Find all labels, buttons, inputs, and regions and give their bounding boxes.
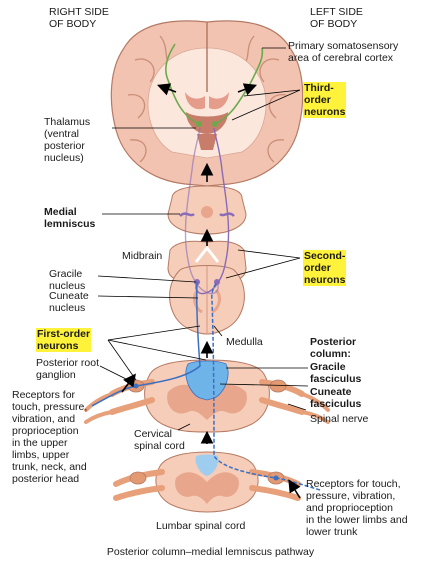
primary-somatosensory-cortex-label: Primary somatosensory area of cerebral c… bbox=[288, 40, 399, 64]
lumbar-spinal-cord-label: Lumbar spinal cord bbox=[156, 520, 246, 532]
receptors-upper-body-label: Receptors for touch, pressure, vibration… bbox=[12, 389, 88, 485]
spinal-nerve-label: Spinal nerve bbox=[310, 413, 369, 425]
lumbar-spinal-cord bbox=[113, 451, 301, 513]
cerebrum-section bbox=[110, 20, 304, 187]
second-order-neurons-label: Second- order neurons bbox=[303, 250, 347, 286]
posterior-root-ganglion-label: Posterior root ganglion bbox=[36, 357, 100, 381]
gracile-fasciculus-label: Gracile fasciculus bbox=[310, 361, 362, 385]
second-order-neurons-text: Second- order neurons bbox=[303, 250, 347, 286]
medial-lemniscus-section bbox=[167, 185, 247, 235]
posterior-column-label: Posterior column: bbox=[310, 336, 357, 360]
right-side-of-body-label: RIGHT SIDE OF BODY bbox=[49, 6, 109, 30]
gracile-nucleus-label: Gracile nucleus bbox=[49, 268, 86, 292]
third-order-neurons-text: Third- order neurons bbox=[303, 82, 347, 118]
first-order-neurons-text: First-order neurons bbox=[36, 328, 92, 352]
second-order-neuron-paths bbox=[184, 127, 230, 295]
cervical-spinal-cord bbox=[84, 359, 330, 433]
midbrain-label: Midbrain bbox=[122, 250, 163, 262]
thalamus-label: Thalamus (ventral posterior nucleus) bbox=[44, 116, 91, 164]
receptors-lower-body-label: Receptors for touch, pressure, vibration… bbox=[306, 478, 408, 538]
medulla-label: Medulla bbox=[226, 336, 263, 348]
cuneate-fasciculus-label: Cuneate fasciculus bbox=[310, 386, 362, 410]
third-order-neurons-label: Third- order neurons bbox=[303, 82, 347, 118]
left-side-of-body-label: LEFT SIDE OF BODY bbox=[310, 6, 363, 30]
leader-lines bbox=[97, 47, 309, 431]
medial-lemniscus-label: Medial lemniscus bbox=[44, 206, 96, 230]
first-order-neurons-label: First-order neurons bbox=[36, 328, 92, 352]
cervical-spinal-cord-label: Cervical spinal cord bbox=[134, 428, 185, 452]
cuneate-nucleus-label: Cuneate nucleus bbox=[49, 290, 89, 314]
ascending-arrows bbox=[121, 83, 301, 499]
figure-caption: Posterior column–medial lemniscus pathwa… bbox=[106, 546, 315, 558]
